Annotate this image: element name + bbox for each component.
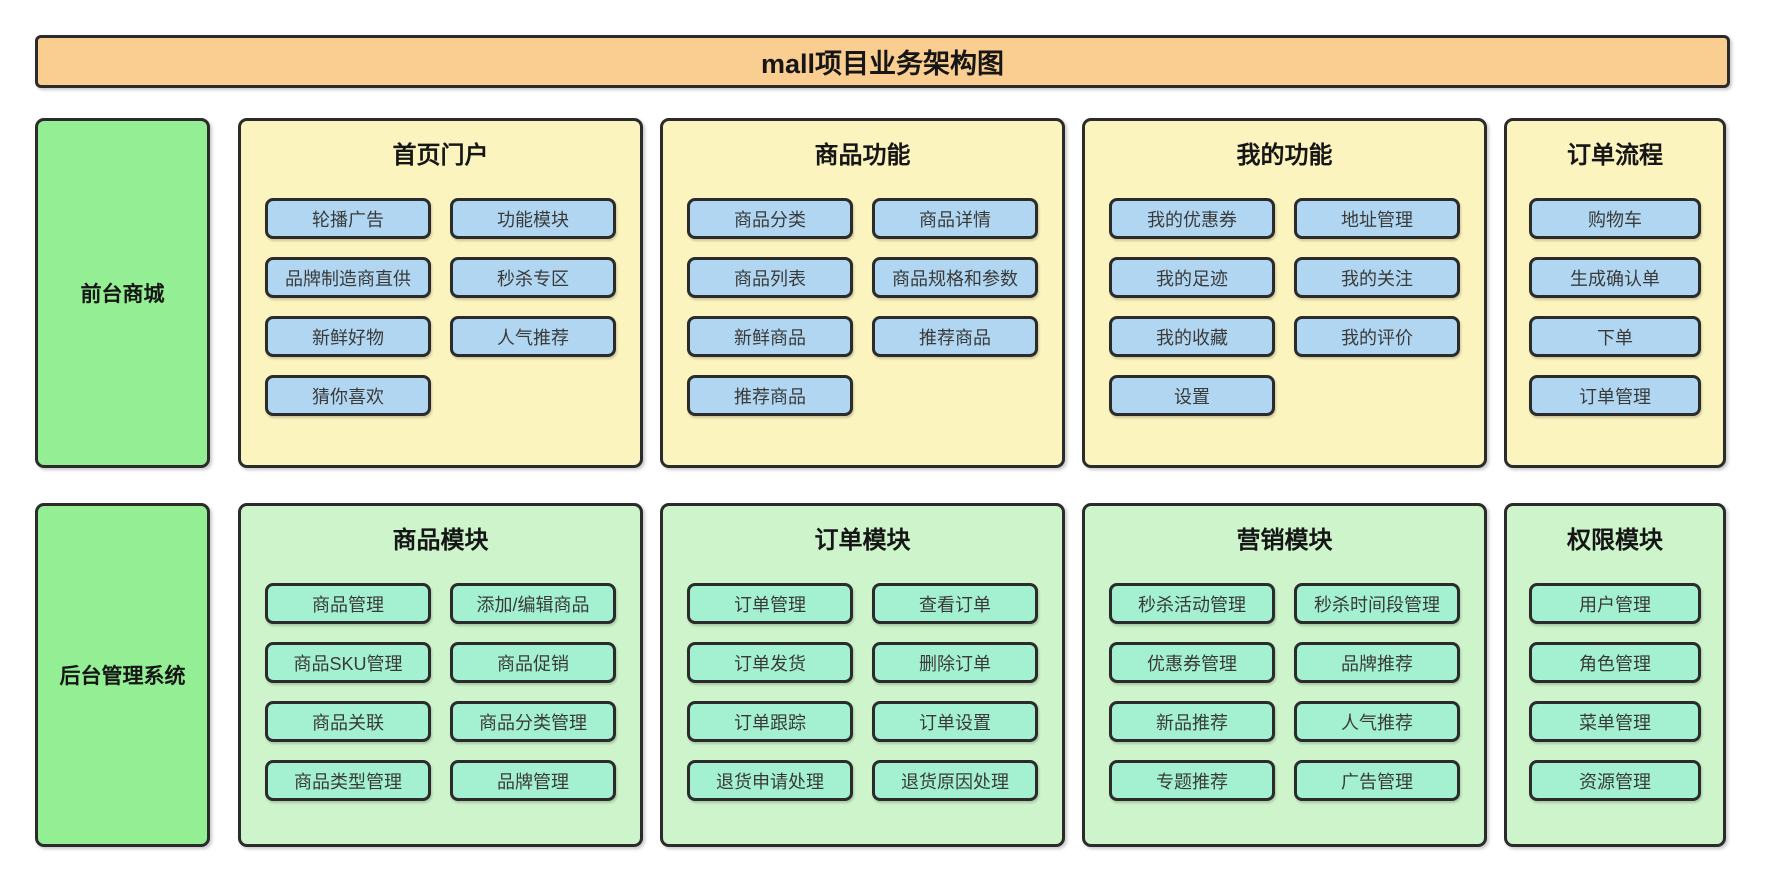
diagram-node: 商品促销 bbox=[450, 642, 616, 683]
row-label-front-mall: 前台商城 bbox=[35, 118, 210, 468]
diagram-node: 人气推荐 bbox=[450, 316, 616, 357]
diagram-node: 推荐商品 bbox=[872, 316, 1038, 357]
diagram-node: 退货申请处理 bbox=[687, 760, 853, 801]
diagram-node: 轮播广告 bbox=[265, 198, 431, 239]
diagram-node: 菜单管理 bbox=[1529, 701, 1701, 742]
diagram-node: 秒杀时间段管理 bbox=[1294, 583, 1460, 624]
diagram-node: 功能模块 bbox=[450, 198, 616, 239]
section-title: 权限模块 bbox=[1567, 527, 1663, 554]
row-front-mall: 前台商城 首页门户 轮播广告 品牌制造商直供 新鲜好物 猜你喜欢 功能模块 秒杀… bbox=[35, 118, 1730, 468]
diagram-node: 人气推荐 bbox=[1294, 701, 1460, 742]
diagram-node: 商品详情 bbox=[872, 198, 1038, 239]
section-home-portal: 首页门户 轮播广告 品牌制造商直供 新鲜好物 猜你喜欢 功能模块 秒杀专区 人气… bbox=[238, 118, 643, 468]
admin-sections: 商品模块 商品管理 商品SKU管理 商品关联 商品类型管理 添加/编辑商品 商品… bbox=[238, 503, 1730, 847]
diagram-node: 设置 bbox=[1109, 375, 1275, 416]
section-my-features: 我的功能 我的优惠券 我的足迹 我的收藏 设置 地址管理 我的关注 我的评价 bbox=[1082, 118, 1487, 468]
diagram-node: 品牌制造商直供 bbox=[265, 257, 431, 298]
diagram-node: 专题推荐 bbox=[1109, 760, 1275, 801]
diagram-node: 退货原因处理 bbox=[872, 760, 1038, 801]
diagram-node: 推荐商品 bbox=[687, 375, 853, 416]
section-title: 商品功能 bbox=[814, 142, 911, 169]
section-product-module: 商品模块 商品管理 商品SKU管理 商品关联 商品类型管理 添加/编辑商品 商品… bbox=[238, 503, 643, 847]
section-product-features: 商品功能 商品分类 商品列表 新鲜商品 推荐商品 商品详情 商品规格和参数 推荐… bbox=[660, 118, 1065, 468]
diagram-node: 资源管理 bbox=[1529, 760, 1701, 801]
diagram-node: 生成确认单 bbox=[1529, 257, 1701, 298]
diagram-node: 订单管理 bbox=[1529, 375, 1701, 416]
section-permission-module: 权限模块 用户管理 角色管理 菜单管理 资源管理 bbox=[1504, 503, 1726, 847]
diagram-node: 删除订单 bbox=[872, 642, 1038, 683]
diagram-node: 商品分类 bbox=[687, 198, 853, 239]
diagram-node: 新鲜商品 bbox=[687, 316, 853, 357]
diagram-node: 查看订单 bbox=[872, 583, 1038, 624]
diagram-node: 品牌推荐 bbox=[1294, 642, 1460, 683]
diagram-node: 地址管理 bbox=[1294, 198, 1460, 239]
diagram-node: 商品管理 bbox=[265, 583, 431, 624]
diagram-node: 订单跟踪 bbox=[687, 701, 853, 742]
diagram-node: 我的足迹 bbox=[1109, 257, 1275, 298]
diagram-node: 商品列表 bbox=[687, 257, 853, 298]
diagram-node: 我的优惠券 bbox=[1109, 198, 1275, 239]
section-title: 订单流程 bbox=[1567, 142, 1663, 169]
diagram-node: 优惠券管理 bbox=[1109, 642, 1275, 683]
section-title: 我的功能 bbox=[1236, 142, 1333, 169]
section-title: 营销模块 bbox=[1236, 527, 1333, 554]
diagram-node: 商品类型管理 bbox=[265, 760, 431, 801]
diagram-node: 品牌管理 bbox=[450, 760, 616, 801]
section-title: 订单模块 bbox=[814, 527, 911, 554]
row-admin-system: 后台管理系统 商品模块 商品管理 商品SKU管理 商品关联 商品类型管理 添加/… bbox=[35, 503, 1730, 847]
diagram-node: 商品关联 bbox=[265, 701, 431, 742]
section-title: 商品模块 bbox=[392, 527, 489, 554]
diagram-node: 订单发货 bbox=[687, 642, 853, 683]
diagram-node: 购物车 bbox=[1529, 198, 1701, 239]
diagram-node: 新品推荐 bbox=[1109, 701, 1275, 742]
diagram-title: mall项目业务架构图 bbox=[760, 49, 1005, 79]
diagram-node: 下单 bbox=[1529, 316, 1701, 357]
section-title: 首页门户 bbox=[392, 142, 489, 169]
front-sections: 首页门户 轮播广告 品牌制造商直供 新鲜好物 猜你喜欢 功能模块 秒杀专区 人气… bbox=[238, 118, 1730, 468]
section-order-module: 订单模块 订单管理 订单发货 订单跟踪 退货申请处理 查看订单 删除订单 订单设… bbox=[660, 503, 1065, 847]
diagram-node: 秒杀专区 bbox=[450, 257, 616, 298]
diagram-node: 秒杀活动管理 bbox=[1109, 583, 1275, 624]
row-label-admin-system: 后台管理系统 bbox=[35, 503, 210, 847]
diagram-node: 我的关注 bbox=[1294, 257, 1460, 298]
diagram-node: 商品规格和参数 bbox=[872, 257, 1038, 298]
diagram-title-banner: mall项目业务架构图 bbox=[35, 35, 1730, 88]
diagram-node: 广告管理 bbox=[1294, 760, 1460, 801]
section-order-flow: 订单流程 购物车 生成确认单 下单 订单管理 bbox=[1504, 118, 1726, 468]
diagram-node: 猜你喜欢 bbox=[265, 375, 431, 416]
diagram-node: 用户管理 bbox=[1529, 583, 1701, 624]
diagram-node: 商品分类管理 bbox=[450, 701, 616, 742]
diagram-node: 角色管理 bbox=[1529, 642, 1701, 683]
diagram-node: 我的收藏 bbox=[1109, 316, 1275, 357]
section-marketing-module: 营销模块 秒杀活动管理 优惠券管理 新品推荐 专题推荐 秒杀时间段管理 品牌推荐… bbox=[1082, 503, 1487, 847]
diagram-node: 我的评价 bbox=[1294, 316, 1460, 357]
diagram-node: 添加/编辑商品 bbox=[450, 583, 616, 624]
diagram-node: 订单管理 bbox=[687, 583, 853, 624]
diagram-node: 商品SKU管理 bbox=[265, 642, 431, 683]
diagram-node: 新鲜好物 bbox=[265, 316, 431, 357]
diagram-node: 订单设置 bbox=[872, 701, 1038, 742]
